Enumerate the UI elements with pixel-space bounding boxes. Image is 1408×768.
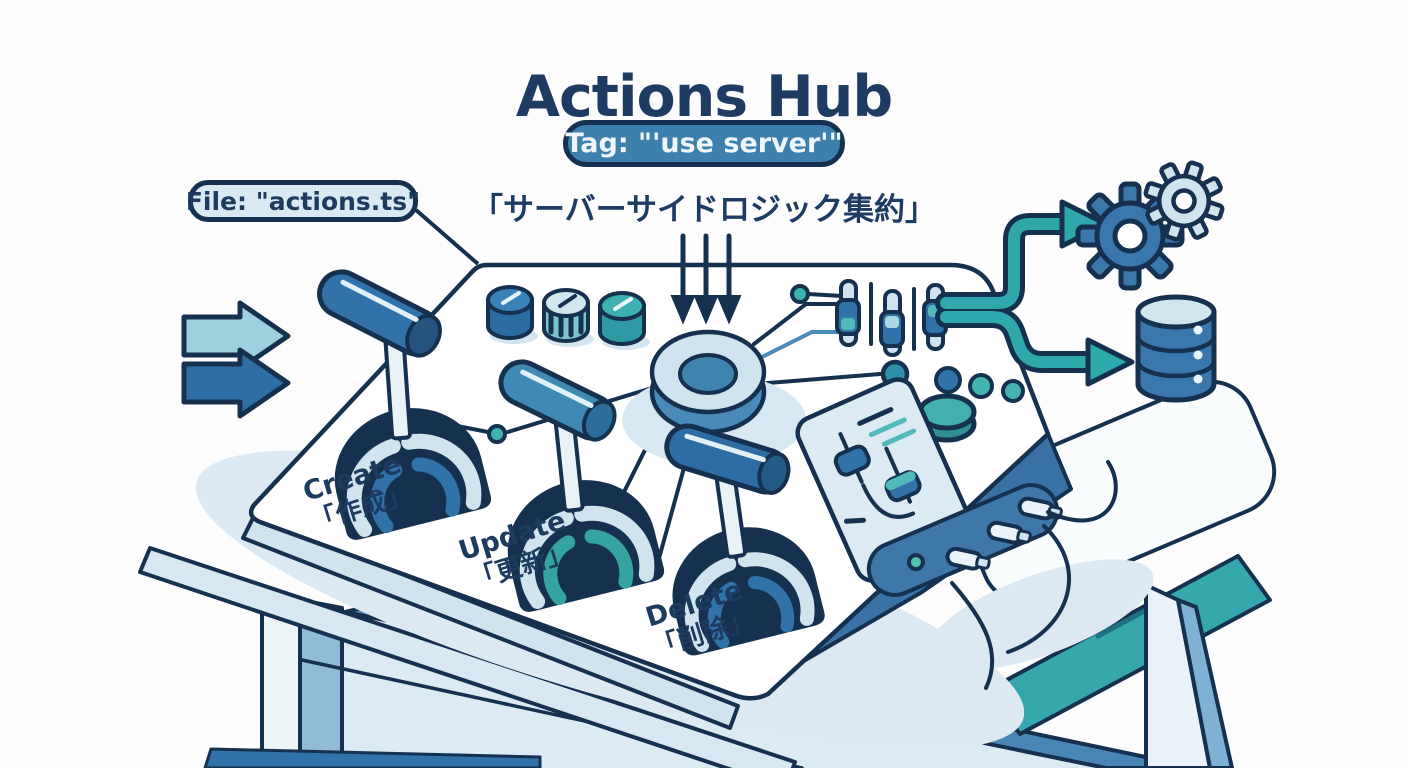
tag-badge-label: Tag: "'use server'": [565, 128, 843, 159]
file-label-connector: [414, 208, 480, 266]
cable: [950, 581, 995, 690]
arrow-to-database: [1085, 337, 1135, 387]
file-badge-label: File: "actions.ts": [185, 186, 421, 216]
tag-badge: Tag: "'use server'": [563, 120, 845, 167]
split-arrow-pipe-icon: [935, 199, 1135, 387]
cable: [1046, 460, 1118, 523]
double-arrow-input-icon: [181, 300, 291, 419]
knob-blue: [486, 285, 534, 340]
gear-small-icon: [1143, 160, 1225, 242]
knob-row: [486, 285, 650, 350]
console-top-surface: [248, 262, 1051, 701]
console: [241, 262, 1073, 730]
file-badge: File: "actions.ts": [185, 180, 421, 222]
lever-delete: [664, 423, 825, 656]
down-arrows-icon: [670, 233, 742, 325]
lever-handle: [498, 359, 617, 442]
lever-create: [317, 269, 492, 540]
lever-handle: [664, 423, 791, 495]
button-row: [934, 366, 1025, 403]
subtitle-japanese: 「サーバーサイドロジック集約」: [471, 192, 937, 228]
cable: [1006, 524, 1072, 654]
console-shadow-right: [926, 559, 1154, 671]
page-title: Actions Hub: [515, 64, 893, 131]
slider-card: [795, 377, 975, 583]
knob-knurled: [542, 288, 590, 343]
lever-update: [498, 359, 665, 612]
knob-teal: [598, 291, 646, 346]
lever-handle: [317, 269, 442, 358]
database-icon: [1135, 294, 1217, 403]
jack-panel: [866, 460, 1118, 690]
slider-bank: [835, 279, 948, 357]
